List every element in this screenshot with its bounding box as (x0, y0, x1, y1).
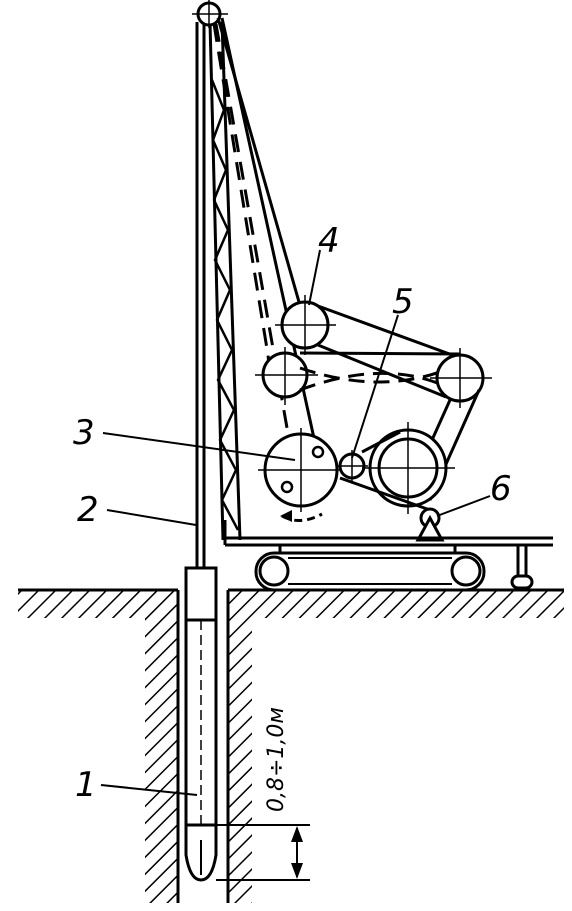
drilling-rod (195, 22, 206, 568)
label-small-pulley: 5 (392, 282, 414, 322)
label-top-pulley: 4 (318, 221, 340, 261)
base-frame (223, 520, 553, 555)
depth-dimension-label: 0,8÷1,0м (264, 707, 289, 812)
top-pulley (275, 295, 336, 355)
leader-lines (100, 249, 491, 796)
outrigger (510, 545, 534, 590)
label-casing: 1 (75, 765, 97, 805)
crawler-track (254, 551, 486, 592)
engine-pulley (339, 422, 455, 514)
crown-pulley (192, 0, 228, 28)
casing-pipe (184, 566, 218, 882)
idler-pulley (255, 347, 318, 405)
pivot-support (415, 507, 445, 542)
depth-dimension (216, 824, 310, 881)
label-pivot: 6 (490, 469, 512, 509)
label-drum: 3 (73, 413, 95, 453)
label-rod: 2 (77, 490, 99, 530)
right-pulley (430, 348, 492, 408)
drum (258, 428, 345, 522)
ground-hatching (18, 588, 564, 903)
mast-lattice (208, 21, 242, 541)
